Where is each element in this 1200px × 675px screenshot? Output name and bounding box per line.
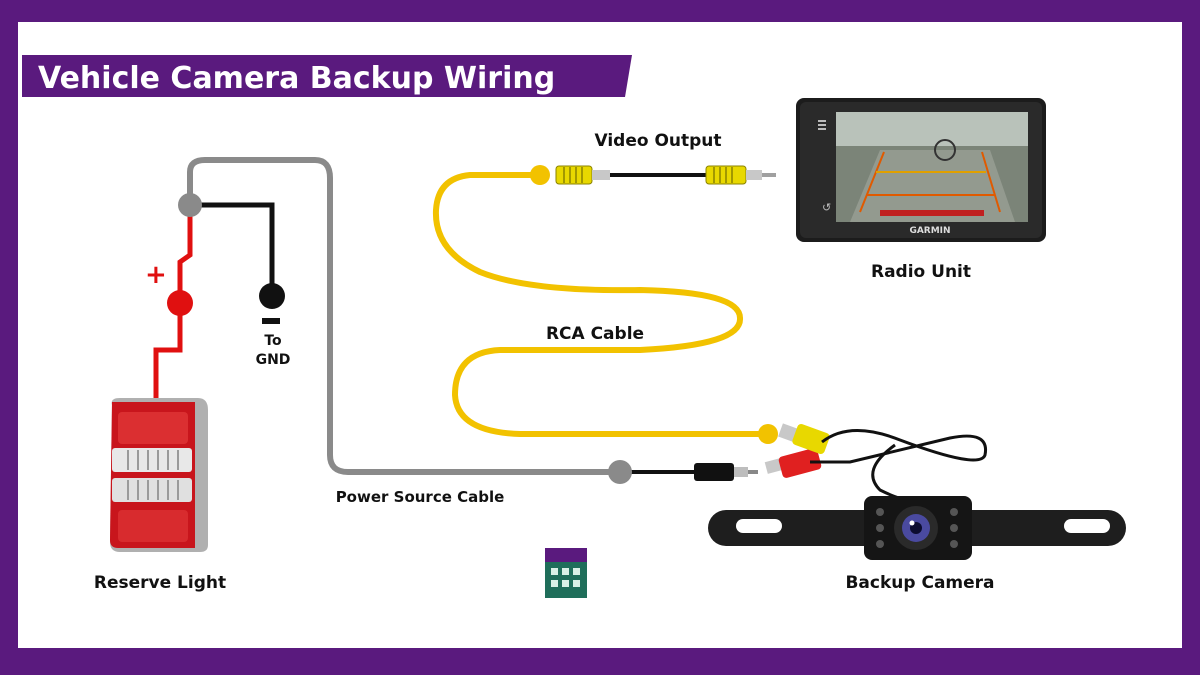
- camera-yellow-connector: [778, 423, 830, 455]
- backup-camera: [708, 496, 1126, 560]
- ground-terminal: [259, 283, 285, 309]
- power-source-cable-label: Power Source Cable: [336, 488, 505, 506]
- plus-sign: +: [145, 260, 167, 290]
- brand-logo: [545, 548, 587, 598]
- svg-text:↺: ↺: [822, 201, 831, 214]
- positive-terminal: [167, 290, 193, 316]
- rca-end-dot-bottom: [758, 424, 778, 444]
- page-title: Vehicle Camera Backup Wiring: [38, 61, 555, 96]
- camera-red-connector: [764, 448, 822, 478]
- to-label: To: [264, 333, 282, 349]
- minus-sign: [262, 318, 280, 324]
- title-banner: [22, 55, 632, 97]
- rca-plug-right: [705, 165, 776, 185]
- radio-unit: ↺ GARMIN: [796, 98, 1046, 242]
- reverse-light: [110, 398, 208, 552]
- camera-power-junction: [608, 460, 632, 484]
- rca-cable: [432, 172, 768, 437]
- radio-unit-label: Radio Unit: [871, 262, 971, 282]
- rca-end-dot-top: [530, 165, 550, 185]
- gnd-label: GND: [256, 352, 291, 368]
- rca-plug-left: [555, 165, 610, 185]
- camera-power-plug: [694, 463, 758, 481]
- rca-cable-label: RCA Cable: [546, 324, 644, 344]
- power-source-cable: [187, 157, 620, 475]
- ground-wire: [190, 202, 275, 296]
- video-output-label: Video Output: [594, 131, 721, 151]
- power-junction: [178, 193, 202, 217]
- backup-camera-label: Backup Camera: [845, 573, 994, 593]
- reserve-light-label: Reserve Light: [94, 573, 226, 593]
- camera-cable-loop: [810, 429, 988, 464]
- garmin-logo: GARMIN: [909, 226, 950, 236]
